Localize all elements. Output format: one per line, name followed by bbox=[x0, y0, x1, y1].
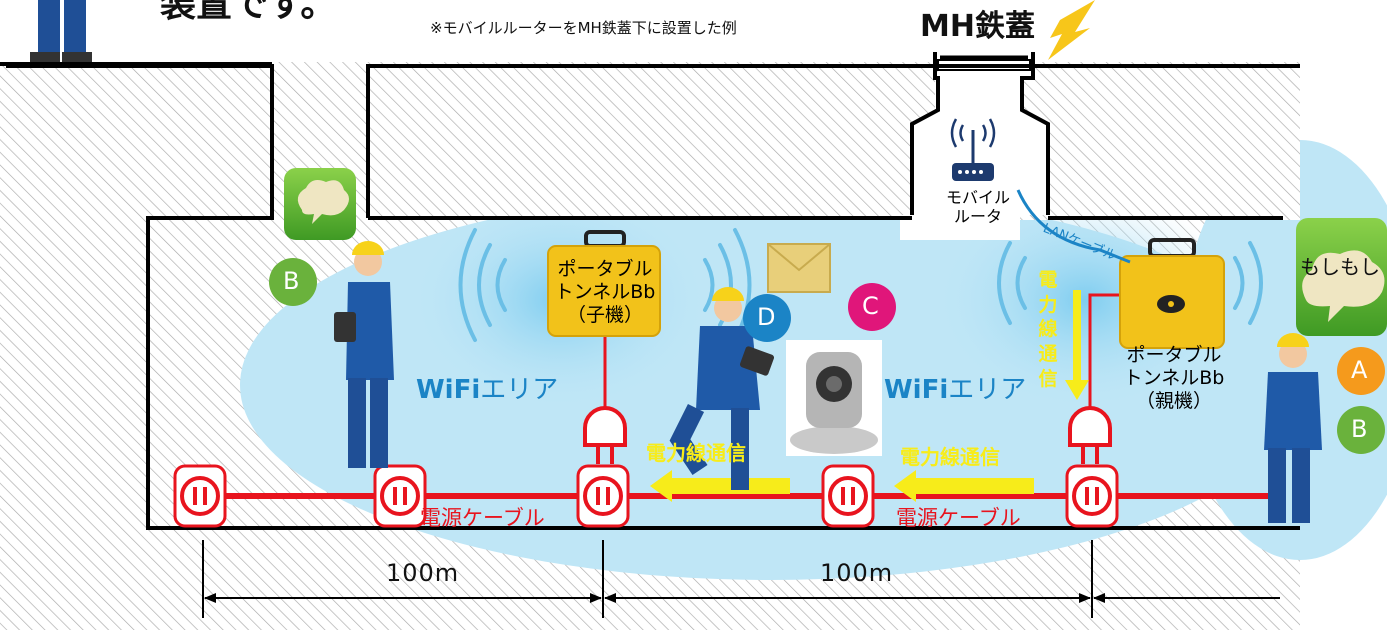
setup-note: ※モバイルルーターをMH鉄蓋下に設置した例 bbox=[430, 19, 737, 37]
parent-unit-line1: ポータブル bbox=[1126, 344, 1222, 366]
parent-unit-line2: トンネルBb bbox=[1123, 366, 1225, 389]
user-badge-d-circle bbox=[743, 294, 791, 342]
router-label: モバイル ルータ bbox=[940, 188, 1016, 227]
outlet-3 bbox=[576, 464, 630, 528]
plug-child bbox=[583, 406, 627, 464]
router-label-line1: モバイル bbox=[945, 188, 1010, 207]
wifi-waves-right bbox=[997, 241, 1263, 325]
plc-arrow-right bbox=[894, 470, 1034, 502]
dimension-label-right: 100m bbox=[820, 559, 894, 587]
child-unit-line1: ポータブル bbox=[557, 258, 653, 280]
plc-vertical-char-5: 信 bbox=[1038, 367, 1058, 390]
wifi-area-left-area: エリア bbox=[480, 375, 559, 405]
router-icon bbox=[950, 118, 996, 181]
worker-figure-left bbox=[334, 241, 394, 468]
plug-parent bbox=[1068, 406, 1112, 464]
child-unit-case bbox=[547, 230, 661, 337]
worker-figure-top-left bbox=[30, 0, 92, 62]
user-badge-b-left: B bbox=[283, 267, 300, 295]
user-badge-a-circle bbox=[1337, 347, 1385, 395]
user-badge-b-left-circle bbox=[269, 258, 317, 306]
outlet-1 bbox=[173, 464, 227, 528]
parent-unit-label: ポータブル トンネルBb （親機） bbox=[1108, 344, 1240, 412]
manhole-label: MH鉄蓋 bbox=[920, 9, 1035, 44]
user-badge-c: C bbox=[862, 292, 879, 320]
plc-vertical-char-1: 電 bbox=[1038, 269, 1058, 291]
dimension-label-left: 100m bbox=[386, 559, 460, 587]
heading-fragment: 装置です。 bbox=[160, 0, 337, 25]
wifi-area-right: WiFiエリア bbox=[884, 375, 1027, 406]
plc-arrow-vertical bbox=[1065, 290, 1089, 400]
plc-arrow-left bbox=[650, 470, 790, 502]
dimension-lines bbox=[202, 540, 1280, 618]
speech-bubble-right bbox=[1296, 218, 1387, 336]
user-badge-b-right: B bbox=[1351, 415, 1368, 443]
outlet-4 bbox=[821, 464, 875, 528]
user-badge-d: D bbox=[757, 303, 776, 331]
power-cable-label-left: 電源ケーブル bbox=[420, 506, 545, 530]
plc-label-left: 電力線通信 bbox=[646, 441, 746, 465]
speech-bubble-text: もしもし bbox=[1300, 256, 1380, 279]
child-unit-line2: トンネルBb bbox=[554, 280, 656, 303]
speech-bubble-left bbox=[284, 168, 356, 240]
lan-cable-line bbox=[1016, 189, 1131, 264]
wifi-area-left-wifi: WiFi bbox=[416, 375, 481, 405]
plc-vertical-char-3: 線 bbox=[1038, 318, 1058, 341]
user-badge-c-circle bbox=[848, 283, 896, 331]
user-badge-b-right-circle bbox=[1337, 406, 1385, 454]
parent-unit-case bbox=[1119, 238, 1225, 349]
outlet-2 bbox=[373, 464, 427, 528]
lightning-icon bbox=[1048, 0, 1095, 60]
parent-unit-line3: （親機） bbox=[1135, 389, 1212, 412]
wifi-area-right-area: エリア bbox=[948, 375, 1027, 405]
upper-rock-block bbox=[365, 64, 1300, 220]
plc-vertical-label: 電 力 線 通 信 bbox=[1036, 268, 1060, 391]
child-unit-line3: （子機） bbox=[566, 303, 643, 326]
router-label-line2: ルータ bbox=[953, 207, 1002, 227]
camera-icon bbox=[786, 340, 882, 456]
outlet-5 bbox=[1065, 464, 1119, 528]
worker-figure-right bbox=[1264, 333, 1322, 523]
plc-vertical-char-4: 通 bbox=[1038, 343, 1058, 366]
plc-label-right: 電力線通信 bbox=[900, 445, 1000, 469]
wifi-area-right-wifi: WiFi bbox=[884, 375, 949, 405]
worker-figure-center bbox=[669, 287, 775, 490]
mail-icon bbox=[767, 243, 831, 293]
power-cable-label-right: 電源ケーブル bbox=[896, 506, 1021, 530]
child-unit-label: ポータブル トンネルBb （子機） bbox=[542, 258, 668, 326]
plc-vertical-char-2: 力 bbox=[1038, 293, 1058, 316]
wifi-area-left: WiFiエリア bbox=[416, 375, 559, 406]
tunnel-outline bbox=[6, 64, 1300, 530]
user-badge-a: A bbox=[1351, 356, 1368, 384]
